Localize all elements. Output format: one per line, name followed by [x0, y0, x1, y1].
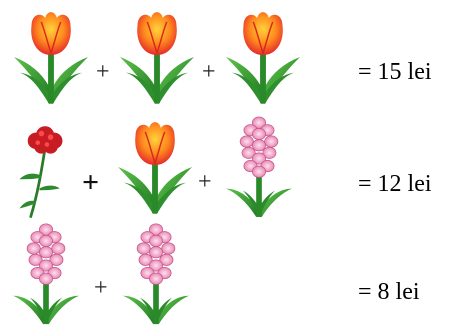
row-result: = 15 lei — [358, 59, 432, 85]
hyacinth-icon — [226, 114, 292, 220]
tulip-icon — [118, 8, 196, 106]
equation-row-1: + + = 15 lei — [0, 4, 467, 109]
hyacinth-icon — [12, 222, 80, 326]
plus-sign: + — [96, 59, 110, 85]
tulip-icon — [12, 8, 90, 106]
equation-row-3: + = 8 lei — [0, 222, 467, 327]
hyacinth-icon — [122, 222, 190, 326]
row-result: = 12 lei — [358, 171, 432, 197]
plus-sign: + — [198, 169, 212, 195]
carnation-icon — [14, 120, 78, 222]
row-result: = 8 lei — [358, 279, 420, 305]
plus-sign: + — [82, 166, 100, 199]
plus-sign: + — [202, 59, 216, 85]
equation-row-2: + + = 12 lei — [0, 112, 467, 217]
tulip-icon — [224, 8, 302, 106]
plus-sign: + — [94, 275, 108, 301]
tulip-icon — [116, 118, 194, 216]
